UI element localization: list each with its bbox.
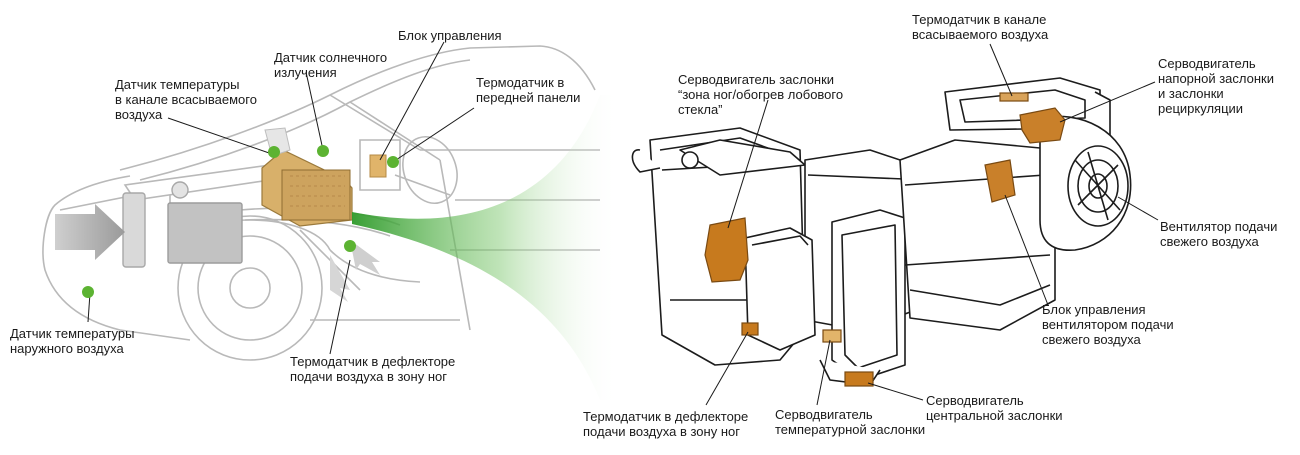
- label-foot-defrost-actuator-line-1: Серводвигатель заслонки: [678, 72, 835, 87]
- intake-sensor-dot: [268, 146, 280, 158]
- central-actuator-body: [844, 371, 874, 387]
- leader-lines: [87, 41, 1159, 406]
- label-foot-defrost-actuator: Серводвигатель заслонки“зона ног/обогрев…: [678, 72, 843, 117]
- label-fan-control-unit-line-2: вентилятором подачи: [1042, 317, 1174, 332]
- label-solar-sensor-line-2: излучения: [274, 65, 337, 80]
- fan-control-unit-body: [984, 159, 1016, 203]
- airflow-foot-icon: [330, 255, 350, 302]
- deflector-sensor-body: [741, 322, 759, 336]
- foot-sensor-dot: [344, 240, 356, 252]
- label-foot-deflector-sensor-right-line-2: подачи воздуха в зону ног: [583, 424, 740, 439]
- panel-sensor-dot: [387, 156, 399, 168]
- label-intake-temp-sensor-line-2: в канале всасываемого: [115, 92, 257, 107]
- label-intake-thermosensor-right-line-2: всасываемого воздуха: [912, 27, 1049, 42]
- label-foot-deflector-sensor-right-line-1: Термодатчик в дефлекторе: [583, 409, 749, 424]
- intake-thermosensor-body: [999, 92, 1029, 102]
- temp-actuator-body: [822, 329, 842, 343]
- label-control-unit-line-1: Блок управления: [398, 28, 502, 43]
- label-fan-line-1: Вентилятор подачи: [1160, 219, 1278, 234]
- label-central-actuator-line-2: центральной заслонки: [926, 408, 1063, 423]
- label-intake-thermosensor-right-line-1: Термодатчик в канале: [912, 12, 1047, 27]
- radiator: [122, 192, 146, 268]
- label-solar-sensor-line-1: Датчик солнечного: [274, 50, 388, 65]
- label-intake-temp-sensor-line-3: воздуха: [115, 107, 163, 122]
- hvac-module-in-car: [261, 127, 387, 227]
- airflow-outlet-icon: [350, 240, 380, 275]
- label-foot-deflector-sensor-left-line-1: Термодатчик в дефлекторе: [290, 354, 456, 369]
- label-outside-temp-sensor-line-2: наружного воздуха: [10, 341, 124, 356]
- foot-defrost-actuator-body: [704, 217, 749, 283]
- airflow-arrow-icon: [55, 204, 125, 260]
- label-intake-recirc-actuator-line-2: напорной заслонки: [1158, 71, 1274, 86]
- label-outside-temp-sensor-line-1: Датчик температуры: [10, 326, 135, 341]
- solar-sensor-dot: [317, 145, 329, 157]
- outside-sensor-dot: [82, 286, 94, 298]
- label-foot-defrost-actuator-line-2: “зона ног/обогрев лобового: [678, 87, 844, 102]
- label-intake-temp-sensor-line-1: Датчик температуры: [115, 77, 240, 92]
- label-temp-actuator-line-2: температурной заслонки: [775, 422, 926, 437]
- label-central-actuator-line-1: Серводвигатель: [926, 393, 1024, 408]
- label-intake-recirc-actuator-line-1: Серводвигатель: [1158, 56, 1256, 71]
- label-panel-thermosensor-line-1: Термодатчик в: [476, 75, 565, 90]
- label-intake-recirc-actuator-line-3: и заслонки: [1158, 86, 1224, 101]
- label-panel-thermosensor-line-2: передней панели: [476, 90, 581, 105]
- label-control-unit: Блок управления: [398, 28, 502, 43]
- label-fan-control-unit-line-3: свежего воздуха: [1042, 332, 1141, 347]
- label-foot-deflector-sensor-left-line-2: подачи воздуха в зону ног: [290, 369, 447, 384]
- label-foot-defrost-actuator-line-3: стекла”: [678, 102, 723, 117]
- label-temp-actuator-line-1: Серводвигатель: [775, 407, 873, 422]
- label-fan-line-2: свежего воздуха: [1160, 234, 1259, 249]
- intake-actuator-body: [1019, 107, 1066, 144]
- label-intake-recirc-actuator-line-4: рециркуляции: [1158, 101, 1244, 116]
- hvac-actuators: [704, 92, 1066, 387]
- blower-hub: [171, 181, 189, 199]
- label-fan-control-unit-line-1: Блок управления: [1042, 302, 1146, 317]
- engine-block: [167, 202, 243, 264]
- zoom-beam: [352, 95, 620, 400]
